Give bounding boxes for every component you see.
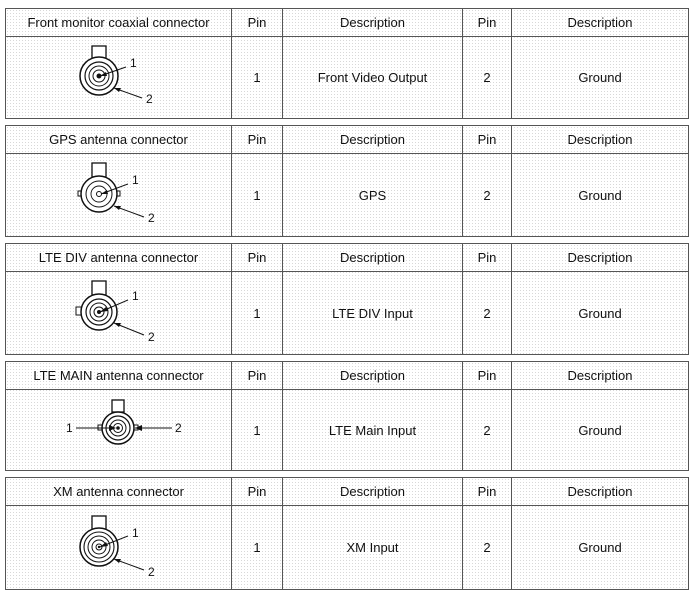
pin-2-label: 2 (148, 211, 155, 225)
pin-description: Front Video Output (283, 37, 463, 118)
pin-2-label: 2 (148, 565, 155, 579)
pin-header: Pin (463, 9, 512, 36)
connector-name: Front monitor coaxial connector (6, 9, 232, 36)
pin-1-label: 1 (132, 173, 139, 187)
pin-header: Pin (463, 478, 512, 505)
xm-connector-icon: 1 2 (78, 514, 155, 579)
pin-number: 1 (232, 37, 283, 118)
pin-description: Ground (578, 187, 622, 203)
pin-header: Pin (463, 126, 512, 153)
connector-diagram-cell: 1 2 (6, 37, 232, 118)
pin-number: 2 (463, 37, 512, 118)
pin-description: Ground (578, 540, 622, 555)
pin-description: Ground (578, 70, 622, 85)
gps-connector-icon: 1 2 (77, 162, 155, 225)
pin-1-label: 1 (132, 526, 139, 540)
description-header: Description (567, 368, 633, 383)
pin-header: Pin (463, 244, 512, 271)
connector-table-lte-main: LTE MAIN antenna connector Pin Descripti… (5, 361, 689, 471)
pin-2-label: 2 (148, 330, 155, 344)
pin-description: XM Input (283, 506, 463, 589)
connector-table-xm: XM antenna connector Pin Description Pin… (5, 477, 689, 590)
pin-header: Pin (463, 362, 512, 389)
pin-1-label: 1 (130, 56, 137, 70)
lte-main-connector-icon: 1 2 (66, 399, 182, 445)
table-row: 1 2 1 LTE Main Input 2 Ground (6, 390, 688, 470)
pin-description: LTE DIV Input (283, 272, 463, 354)
pin-number: 2 (463, 506, 512, 589)
pin-1-label: 1 (66, 421, 73, 435)
pin-number: 2 (463, 272, 512, 354)
description-header: Description (567, 250, 633, 265)
pin-2-label: 2 (146, 92, 153, 106)
connector-table-lte-div: LTE DIV antenna connector Pin Descriptio… (5, 243, 689, 355)
table-row: 1 2 1 GPS 2 Ground (6, 154, 688, 236)
pin-number: 1 (232, 390, 283, 470)
pin-description: LTE Main Input (283, 390, 463, 470)
pin-header: Pin (232, 9, 283, 36)
pin-number: 2 (463, 390, 512, 470)
connector-table-gps: GPS antenna connector Pin Description Pi… (5, 125, 689, 237)
connector-diagram-cell: 1 2 (6, 154, 232, 236)
description-header: Description (283, 9, 463, 36)
table-header-row: LTE DIV antenna connector Pin Descriptio… (6, 244, 688, 272)
pin-header: Pin (232, 244, 283, 271)
table-row: 1 2 1 Front Video Output 2 Ground (6, 37, 688, 118)
table-row: 1 2 1 XM Input 2 Ground (6, 506, 688, 589)
connector-name: LTE MAIN antenna connector (6, 362, 232, 389)
description-header: Description (283, 244, 463, 271)
description-header: Description (283, 478, 463, 505)
pin-2-label: 2 (175, 421, 182, 435)
pin-header: Pin (232, 362, 283, 389)
description-header: Description (567, 15, 633, 30)
description-header: Description (567, 132, 633, 147)
description-header: Description (567, 484, 633, 499)
front-monitor-connector-icon: 1 2 (78, 44, 153, 106)
table-row: 1 2 1 LTE DIV Input 2 Ground (6, 272, 688, 354)
pin-header: Pin (232, 478, 283, 505)
table-header-row: LTE MAIN antenna connector Pin Descripti… (6, 362, 688, 390)
connector-diagram-cell: 1 2 (6, 272, 232, 354)
description-header: Description (283, 362, 463, 389)
pin-1-label: 1 (132, 289, 139, 303)
connector-name: GPS antenna connector (6, 126, 232, 153)
description-header: Description (283, 126, 463, 153)
connector-name: LTE DIV antenna connector (6, 244, 232, 271)
table-header-row: XM antenna connector Pin Description Pin… (6, 478, 688, 506)
pin-number: 1 (232, 506, 283, 589)
pin-description: Ground (578, 422, 622, 438)
table-header-row: GPS antenna connector Pin Description Pi… (6, 126, 688, 154)
pin-number: 1 (232, 154, 283, 236)
connector-name: XM antenna connector (6, 478, 232, 505)
pin-header: Pin (232, 126, 283, 153)
pin-description: GPS (283, 154, 463, 236)
lte-div-connector-icon: 1 2 (75, 280, 155, 344)
pin-number: 1 (232, 272, 283, 354)
connector-diagram-cell: 1 2 (6, 506, 232, 589)
connector-table-front-monitor: Front monitor coaxial connector Pin Desc… (5, 8, 689, 119)
connector-diagram-cell: 1 2 (6, 390, 232, 470)
pin-number: 2 (463, 154, 512, 236)
table-header-row: Front monitor coaxial connector Pin Desc… (6, 9, 688, 37)
pin-description: Ground (578, 305, 622, 321)
